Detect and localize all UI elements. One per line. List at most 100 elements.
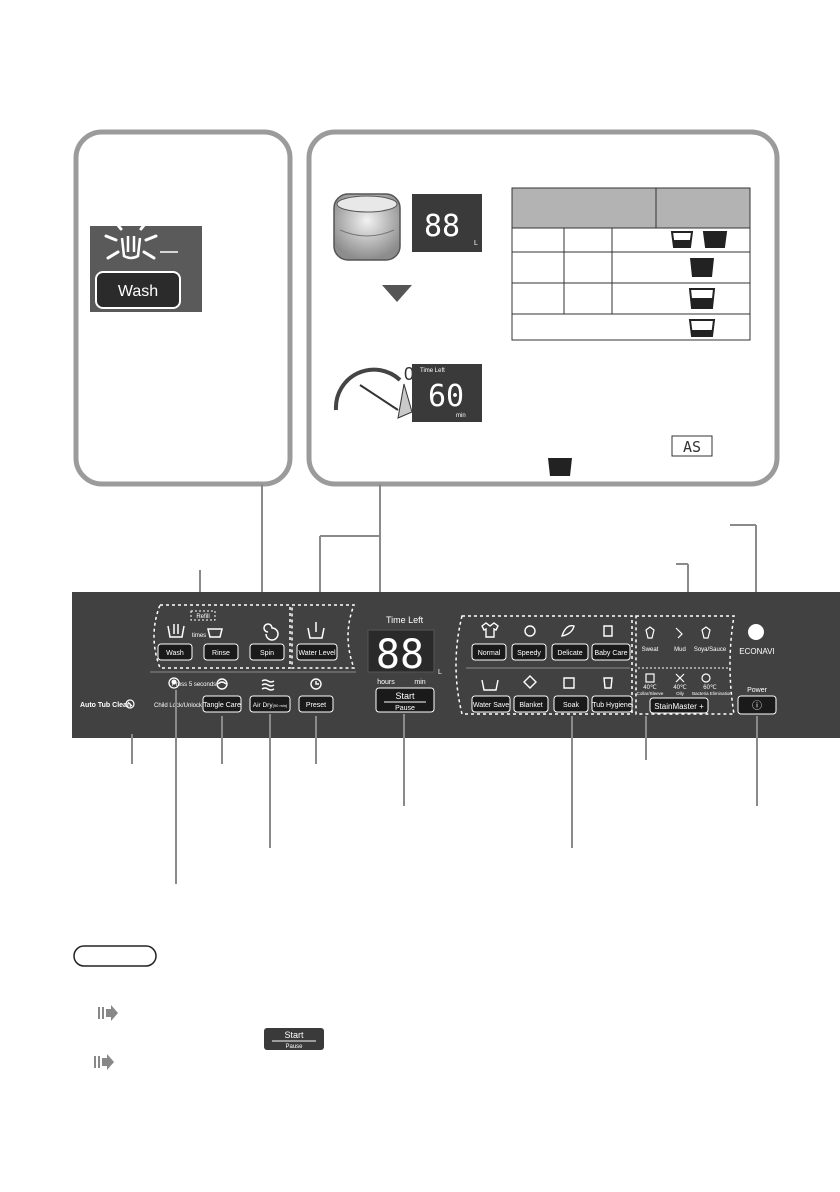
air-dry-button[interactable] — [249, 695, 291, 713]
main-display-value: 88 — [376, 632, 424, 678]
tub-hygiene-icon — [603, 677, 613, 689]
start-label: Start — [395, 691, 415, 701]
times-label: times — [192, 633, 206, 639]
blanket-icon — [523, 675, 537, 689]
spin-button-label: Spin — [260, 650, 274, 657]
rinse-button[interactable] — [203, 643, 239, 661]
delicate-button-label: Delicate — [557, 650, 582, 657]
water-level-display-unit: L — [474, 240, 478, 247]
pause-label: Pause — [395, 705, 415, 712]
callout-wash-refill: Wash — [73, 129, 293, 602]
control-panel: Refill times Wash Rinse Spin Water Level… — [72, 592, 840, 738]
oily-icon — [675, 673, 685, 683]
time-left-display — [412, 364, 482, 422]
refill-label: Refill — [196, 614, 209, 620]
start-pause-icon — [264, 1028, 324, 1050]
soak-button-label: Soak — [563, 702, 579, 709]
wash-button-label: Wash — [166, 650, 184, 657]
soak-button[interactable] — [553, 695, 589, 713]
power-label: Power — [747, 687, 768, 694]
child-lock-icon — [168, 677, 180, 689]
econavi-sensor — [748, 624, 764, 640]
wash-button[interactable] — [157, 643, 193, 661]
main-display-unit: L — [438, 669, 442, 676]
time-left-display-value: 60 — [428, 379, 464, 414]
detergent-cup-icon — [548, 458, 572, 476]
detergent-cup-icon — [670, 231, 694, 248]
water-level-display — [412, 194, 482, 252]
time-left-label: Time Left — [386, 615, 424, 625]
blanket-button[interactable] — [513, 695, 549, 713]
air-dry-button-label: Air Dry(90 min) — [253, 702, 288, 709]
detergent-cup-icon — [702, 231, 728, 248]
detergent-cup-icon — [690, 258, 714, 277]
wash-tub-small-icon — [167, 624, 185, 638]
detergent-cup-icon — [688, 319, 716, 337]
water-level-button[interactable] — [296, 643, 338, 661]
min-label: min — [414, 679, 425, 686]
water-save-button[interactable] — [471, 695, 511, 713]
water-save-icon — [481, 679, 499, 691]
delicate-button[interactable] — [551, 643, 589, 661]
wash-tub-icon — [120, 236, 142, 260]
leaf-icon — [560, 625, 575, 637]
stain-type-sweat: Sweat — [642, 647, 659, 653]
speedy-button-label: Speedy — [517, 650, 541, 657]
speedy-button[interactable] — [511, 643, 547, 661]
water-save-button-label: Water Save — [473, 702, 509, 709]
note-pause-label: Pause — [285, 1044, 303, 1050]
spin-icon — [263, 623, 279, 641]
arrow-right-icon — [98, 1005, 118, 1021]
power-button[interactable] — [737, 695, 777, 715]
tub-hygiene-button[interactable] — [591, 695, 633, 713]
speedy-icon — [524, 625, 536, 637]
power-icon: ⓘ — [752, 700, 762, 712]
temp-value-2: 40℃ — [673, 685, 687, 691]
arrow-right-icon — [94, 1054, 114, 1070]
main-display — [367, 629, 435, 673]
sweat-icon — [645, 626, 655, 639]
press-seconds-label: Press 5 seconds — [172, 682, 216, 688]
baby-care-button[interactable] — [591, 643, 631, 661]
water-level-button-label: Water Level — [298, 650, 336, 657]
preset-button-label: Preset — [306, 702, 326, 709]
econavi-label: ECONAVI — [739, 647, 774, 656]
shirt-icon — [481, 622, 499, 638]
preset-button[interactable] — [298, 695, 334, 713]
tangle-care-button-label: Tangle Care — [203, 702, 241, 709]
blanket-button-label: Blanket — [519, 702, 542, 709]
temp-label-1: Collar/Sleeve — [637, 691, 664, 696]
as-display — [671, 435, 713, 457]
stain-type-sauce: Soya/Sauce — [694, 647, 727, 653]
start-pause-button[interactable] — [375, 687, 435, 713]
stain-type-mud: Mud — [674, 647, 686, 653]
time-left-caption: Time Left — [420, 368, 445, 374]
svg-text:0: 0 — [404, 364, 414, 384]
normal-button[interactable] — [471, 643, 507, 661]
collar-icon — [645, 673, 655, 683]
mud-icon — [675, 627, 683, 639]
tangle-care-button[interactable] — [202, 695, 242, 713]
temp-value-3: 60℃ — [703, 685, 717, 691]
air-dry-icon — [261, 679, 275, 691]
down-arrow-icon — [382, 285, 412, 302]
stainmaster-button[interactable] — [649, 697, 709, 714]
stainmaster-button-label: StainMaster + — [654, 702, 704, 711]
sauce-icon — [701, 626, 711, 639]
clock-icon — [310, 678, 322, 690]
note-start-label: Start — [284, 1030, 304, 1040]
normal-button-label: Normal — [478, 650, 501, 657]
hours-label: hours — [377, 679, 395, 686]
callout-water-level: 88 L 0 Time Left 60 min A — [306, 129, 780, 602]
water-tub-icon — [333, 193, 401, 261]
bacteria-icon — [701, 673, 711, 683]
detergent-table — [511, 187, 751, 341]
time-left-unit: min — [456, 413, 466, 419]
note-tab — [73, 945, 157, 967]
rinse-button-label: Rinse — [212, 650, 230, 657]
wash-button-lit-label: Wash — [118, 283, 158, 300]
wash-button-lit — [95, 271, 181, 309]
spin-button[interactable] — [249, 643, 285, 661]
water-level-display-value: 88 — [424, 209, 460, 244]
water-level-icon — [307, 622, 325, 639]
